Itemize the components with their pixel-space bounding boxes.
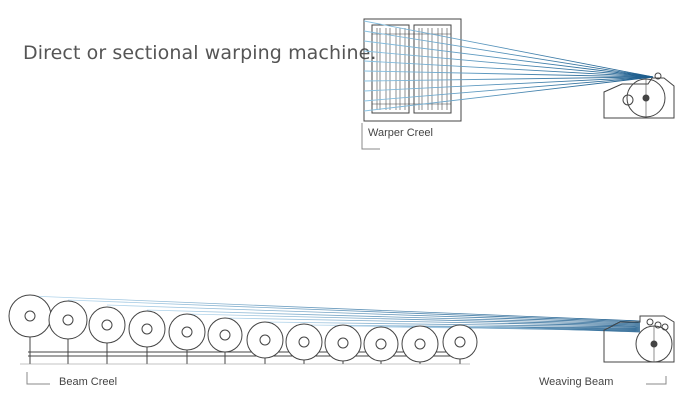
diagram-title: Direct or sectional warping machine. — [23, 42, 377, 64]
machine-housing — [603, 77, 675, 119]
beam-creel-label: Beam Creel — [59, 376, 118, 388]
beam-2 — [48, 300, 88, 364]
beam-4 — [128, 310, 166, 364]
beam-9 — [324, 324, 362, 364]
beam-6 — [207, 317, 243, 364]
warper-creel-frame — [363, 18, 462, 122]
beam-10 — [363, 326, 399, 364]
warper-creel-bracket — [361, 123, 380, 150]
beam-8 — [285, 323, 323, 364]
warper-creel-label: Warper Creel — [368, 127, 433, 139]
beam-11 — [401, 325, 439, 364]
weaving-beam-label: Weaving Beam — [539, 376, 614, 388]
warper-creel — [361, 18, 462, 150]
creel-panel-right — [413, 24, 452, 114]
beam-12 — [442, 324, 478, 364]
machine-housing-bottom — [603, 315, 675, 363]
weaving-beam-machine — [603, 315, 675, 363]
beam-threads — [29, 295, 641, 333]
beam-creel — [8, 294, 478, 365]
beam-creel-bracket — [26, 372, 50, 385]
weaving-beam-bracket — [646, 376, 667, 385]
warper-threads — [363, 20, 654, 112]
beam-1 — [8, 294, 52, 364]
beam-3 — [88, 306, 126, 364]
beam-5 — [168, 313, 206, 364]
beam-7 — [246, 321, 284, 364]
warping-machine-top — [603, 72, 675, 119]
creel-bobbin-rows — [372, 28, 451, 110]
creel-panel-left — [371, 24, 410, 114]
